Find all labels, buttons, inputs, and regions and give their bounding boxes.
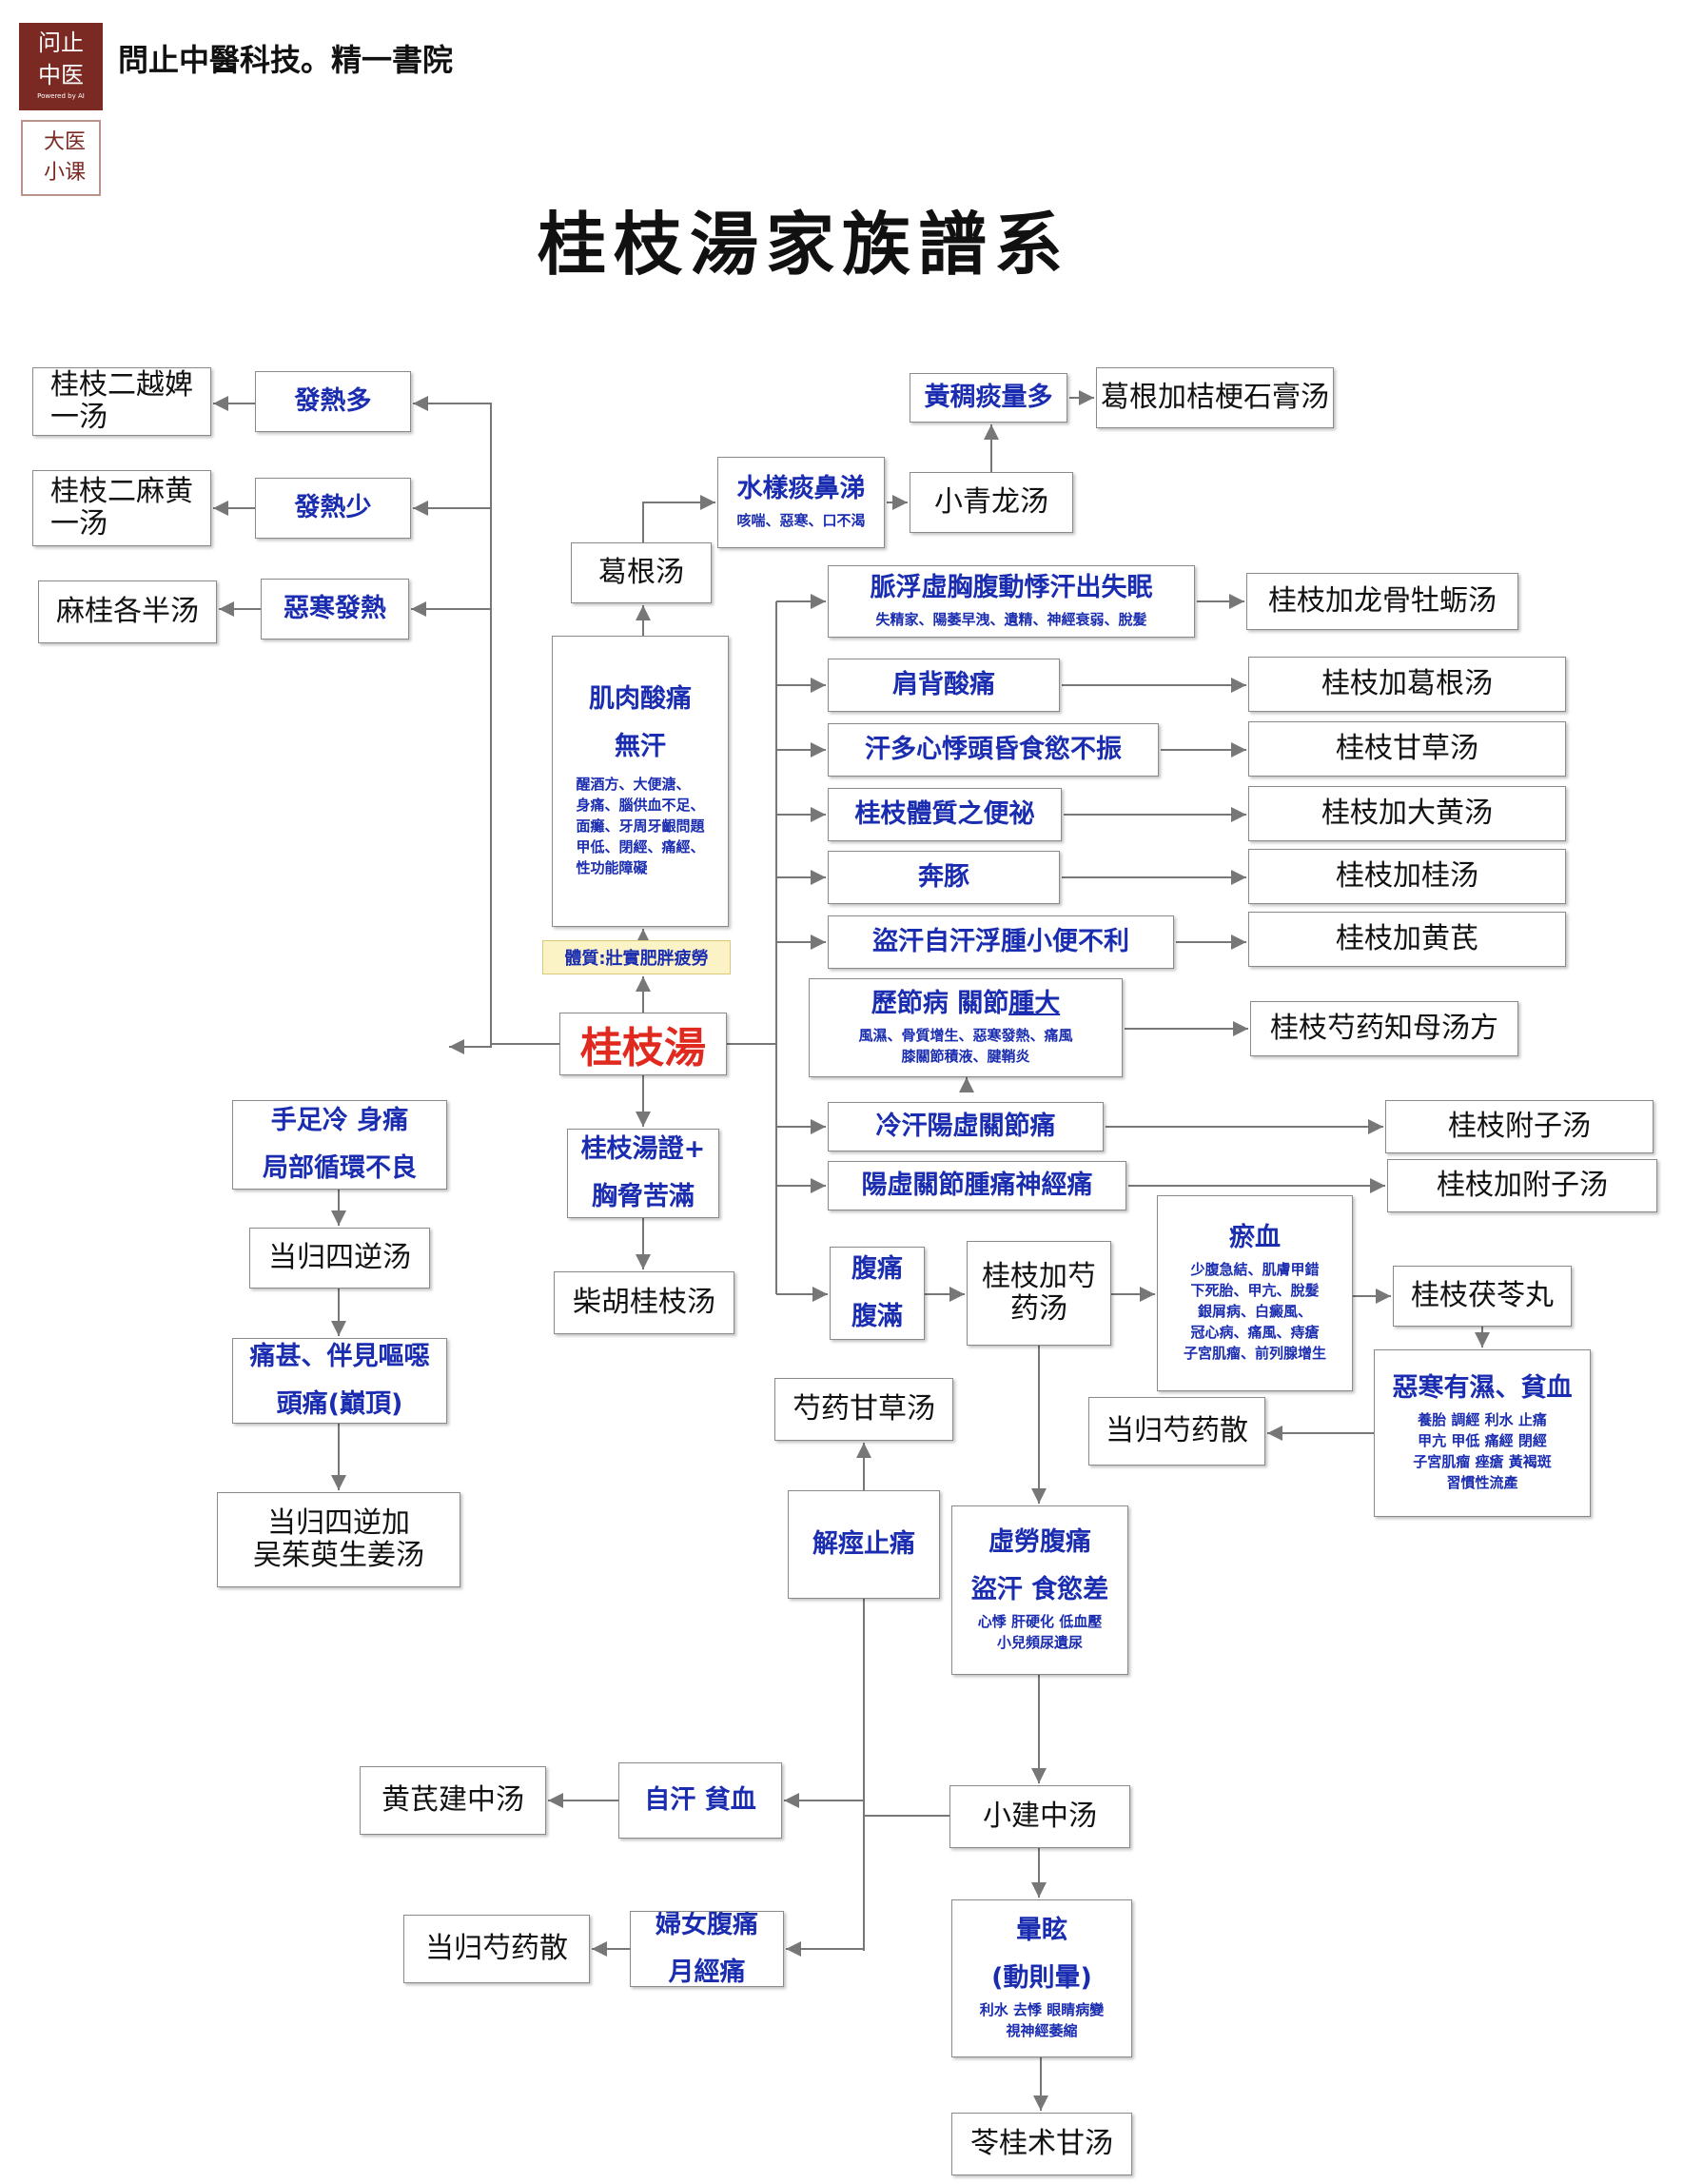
formula-jia-gegen: 桂枝加葛根汤 [1248,657,1566,712]
formula-longgu-muli: 桂枝加龙骨牡蛎汤 [1246,573,1518,630]
node-consumptive-pain: 虛勞腹痛 盜汗 食慾差 心悸 肝硬化 低血壓 小兒頻尿遺尿 [951,1505,1128,1675]
node-fever-less: 發熱少 [255,478,411,539]
node-yellow-phlegm: 黃稠痰量多 [910,373,1067,423]
formula-huangqi-jianzhong: 黄芪建中汤 [360,1766,546,1835]
formula-shaoyao-gancao: 芍药甘草汤 [774,1378,953,1441]
brand-name: 問止中醫科技。精一書院 [118,42,454,78]
formula-guizhi-erbi: 桂枝二越婢一汤 [32,367,211,436]
formula-danggui-shaoyao-san-right: 当归芍药散 [1088,1397,1265,1466]
page-title: 桂枝湯家族譜系 [537,204,1070,285]
formula-jia-fuzi: 桂枝加附子汤 [1387,1159,1657,1212]
formula-fuzi: 桂枝附子汤 [1385,1100,1654,1153]
node-sweat-palpitation: 汗多心悸頭昏食慾不振 [828,723,1159,777]
formula-guizhi-ermahuang: 桂枝二麻黄一汤 [32,470,211,546]
node-muscle-pain: 肌肉酸痛 無汗 醒酒方、大便溏、 身痛、腦供血不足、 面癱、牙周牙齦問題 甲低、… [552,636,729,927]
formula-jia-gui: 桂枝加桂汤 [1248,849,1566,904]
formula-gegen: 葛根汤 [571,542,712,603]
node-vertigo: 暈眩 (動則暈) 利水 去悸 眼睛病變 視神經萎縮 [951,1899,1132,2057]
formula-linggui-zhugan: 苓桂术甘汤 [951,2113,1132,2175]
formula-magui-geban: 麻桂各半汤 [38,580,217,643]
connector-line [413,396,559,1045]
main-formula-guizhi-tang: 桂枝湯 [559,1013,727,1075]
formula-jia-dahuang: 桂枝加大黄汤 [1248,786,1566,841]
connector-line [449,1039,492,1054]
formula-jia-shaoyao: 桂枝加芍药汤 [967,1241,1111,1346]
node-shoulder-pain: 肩背酸痛 [828,659,1060,712]
formula-jia-huangqi: 桂枝加黄芪 [1248,912,1566,967]
formula-gancao: 桂枝甘草汤 [1248,721,1566,777]
node-chill-fever: 惡寒發熱 [261,579,409,639]
formula-shaoyao-zhimu: 桂枝芍药知母汤方 [1250,1001,1518,1056]
constitution-label: 體質:壯實肥胖疲勞 [542,940,731,974]
node-women-pain: 婦女腹痛月經痛 [630,1911,784,1987]
node-bentun: 奔豚 [828,851,1060,904]
node-spontaneous-sweat: 自汗 貧血 [618,1762,782,1839]
formula-xiaoqinglong: 小青龙汤 [910,472,1073,533]
formula-danggui-sini-wuzhuyu: 当归四逆加吴茱萸生姜汤 [217,1492,460,1587]
node-blood-stasis: 瘀血 少腹急結、肌膚甲錯 下死胎、甲亢、脫髮 銀屑病、白癜風、 冠心病、痛風、痔… [1157,1195,1353,1391]
formula-fuling-wan: 桂枝茯苓丸 [1393,1266,1572,1327]
formula-danggui-shaoyao-san-left: 当归芍药散 [403,1915,590,1983]
node-night-sweat: 盜汗自汗浮腫小便不利 [828,915,1174,969]
node-fever-more: 發熱多 [255,371,411,432]
node-arthralgia: 歷節病 關節腫大 風濕、骨質增生、惡寒發熱、痛風 膝關節積液、腱鞘炎 [809,978,1123,1077]
node-yang-deficiency: 陽虛關節腫痛神經痛 [828,1161,1126,1210]
formula-xiaojianzhong: 小建中汤 [949,1785,1130,1848]
node-spasm-pain: 解痙止痛 [788,1490,940,1599]
node-constipation: 桂枝體質之便祕 [828,788,1062,841]
node-guizhi-sign: 桂枝湯證+胸脅苦滿 [567,1129,719,1218]
node-pulse-palpitation: 脈浮虛胸腹動悸汗出失眠失精家、陽萎早洩、遺精、神經衰弱、脫髮 [828,565,1195,638]
node-headache: 痛甚、伴見嘔噁頭痛(巔頂) [232,1338,447,1424]
node-chill-damp-anemia: 惡寒有濕、貧血 養胎 調經 利水 止痛 甲亢 甲低 痛經 閉經 子宮肌瘤 痤瘡 … [1374,1349,1591,1517]
formula-chaihu-guizhi: 柴胡桂枝汤 [554,1271,734,1334]
node-cold-limbs: 手足冷 身痛局部循環不良 [232,1100,447,1190]
formula-danggui-sini: 当归四逆汤 [249,1228,430,1289]
wenzhi-logo: 问止 中医 Powered by AI [19,23,103,110]
node-abdominal-pain: 腹痛腹滿 [830,1247,925,1340]
node-cold-sweat: 冷汗陽虛關節痛 [828,1102,1104,1151]
daxiao-ke-logo: 大医 小课 [21,120,101,196]
node-watery-phlegm: 水樣痰鼻涕咳喘、惡寒、口不渴 [717,457,885,548]
connector-line [642,495,715,542]
formula-gegen-jiegeng-shigao: 葛根加桔梗石膏汤 [1096,367,1334,428]
